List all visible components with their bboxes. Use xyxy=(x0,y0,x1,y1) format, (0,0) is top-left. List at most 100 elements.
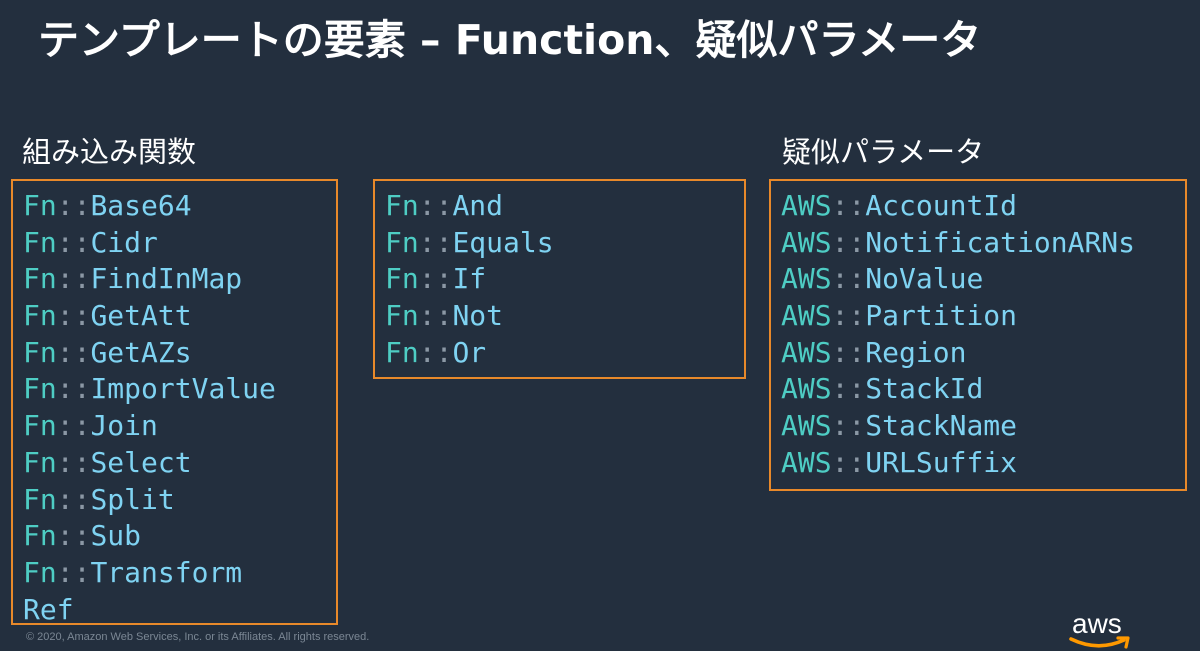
namespace-prefix: Fn xyxy=(23,189,57,222)
namespace-separator: :: xyxy=(56,519,91,553)
code-list-item: Fn::GetAZs xyxy=(23,335,336,372)
namespace-separator: :: xyxy=(831,189,866,222)
code-list-item: Fn::Split xyxy=(23,482,336,519)
namespace-separator: :: xyxy=(56,299,91,333)
function-name: GetAtt xyxy=(90,299,192,333)
code-list-item: Fn::Transform xyxy=(23,555,336,592)
namespace-separator: :: xyxy=(418,225,453,259)
code-list-item: AWS::URLSuffix xyxy=(781,445,1185,482)
namespace-prefix: AWS xyxy=(781,262,832,296)
namespace-separator: :: xyxy=(831,335,866,369)
namespace-prefix: AWS xyxy=(781,299,832,333)
namespace-prefix: AWS xyxy=(781,225,832,259)
function-name: ImportValue xyxy=(90,372,276,406)
function-name: NoValue xyxy=(865,262,984,296)
namespace-prefix: AWS xyxy=(781,189,832,222)
namespace-separator: :: xyxy=(831,262,866,296)
namespace-separator: :: xyxy=(56,555,91,589)
namespace-separator: :: xyxy=(418,335,453,369)
function-name: StackId xyxy=(865,372,984,406)
namespace-prefix: Fn xyxy=(23,262,57,296)
namespace-separator: :: xyxy=(831,225,866,259)
namespace-prefix: Fn xyxy=(23,555,57,589)
namespace-prefix: Fn xyxy=(23,335,57,369)
namespace-separator: :: xyxy=(56,372,91,406)
function-name: Or xyxy=(452,335,487,369)
function-name: Equals xyxy=(452,225,554,259)
namespace-prefix: AWS xyxy=(781,409,832,443)
pseudo-parameters-label: 疑似パラメータ xyxy=(782,135,985,169)
aws-logo-text: aws xyxy=(1072,608,1122,639)
function-name: Sub xyxy=(90,519,142,553)
code-list-item: Fn::Select xyxy=(23,445,336,482)
function-name: Join xyxy=(90,409,158,443)
code-list-item: Fn::Not xyxy=(385,298,744,335)
code-list-item: Fn::Or xyxy=(385,335,744,372)
function-name: StackName xyxy=(865,409,1018,443)
namespace-prefix: Fn xyxy=(23,482,57,516)
slide-title: テンプレートの要素 – Function、疑似パラメータ xyxy=(38,16,982,64)
namespace-prefix: Fn xyxy=(385,225,419,259)
code-list-item: AWS::AccountId xyxy=(781,188,1185,225)
namespace-separator: :: xyxy=(831,372,866,406)
intrinsic-functions-label: 組み込み関数 xyxy=(22,135,197,169)
code-list-item: Fn::ImportValue xyxy=(23,371,336,408)
function-name: If xyxy=(452,262,487,296)
namespace-prefix: Fn xyxy=(23,372,57,406)
function-name: FindInMap xyxy=(90,262,243,296)
function-name: NotificationARNs xyxy=(865,225,1136,259)
namespace-separator: :: xyxy=(418,299,453,333)
namespace-prefix: Fn xyxy=(23,519,57,553)
namespace-prefix: AWS xyxy=(781,445,832,479)
function-name: GetAZs xyxy=(90,335,192,369)
aws-logo: aws xyxy=(1062,606,1142,650)
namespace-prefix: Fn xyxy=(385,189,419,222)
code-list-item: AWS::NotificationARNs xyxy=(781,225,1185,262)
code-list-item: Fn::If xyxy=(385,261,744,298)
code-list-item: Fn::GetAtt xyxy=(23,298,336,335)
function-name: Ref xyxy=(23,592,74,626)
namespace-prefix: Fn xyxy=(385,335,419,369)
function-name: Base64 xyxy=(90,189,192,222)
function-name: Partition xyxy=(865,299,1018,333)
namespace-prefix: AWS xyxy=(781,335,832,369)
code-list-item: Fn::FindInMap xyxy=(23,261,336,298)
code-list-item: AWS::StackName xyxy=(781,408,1185,445)
namespace-separator: :: xyxy=(831,299,866,333)
namespace-prefix: Fn xyxy=(385,262,419,296)
aws-smile-icon xyxy=(1069,636,1130,649)
code-list-item: Fn::Join xyxy=(23,408,336,445)
function-name: URLSuffix xyxy=(865,445,1018,479)
copyright-notice: © 2020, Amazon Web Services, Inc. or its… xyxy=(26,631,370,643)
namespace-prefix: Fn xyxy=(23,299,57,333)
namespace-prefix: Fn xyxy=(23,225,57,259)
namespace-prefix: AWS xyxy=(781,372,832,406)
code-list-item: Ref xyxy=(23,592,336,629)
code-list-item: AWS::Partition xyxy=(781,298,1185,335)
code-list-item: AWS::NoValue xyxy=(781,261,1185,298)
code-list-item: Fn::Sub xyxy=(23,518,336,555)
namespace-prefix: Fn xyxy=(385,299,419,333)
function-name: Transform xyxy=(90,555,243,589)
function-name: And xyxy=(452,189,504,222)
function-name: Split xyxy=(90,482,175,516)
namespace-prefix: Fn xyxy=(23,445,57,479)
function-name: Select xyxy=(90,445,192,479)
namespace-separator: :: xyxy=(418,189,453,222)
namespace-separator: :: xyxy=(56,262,91,296)
namespace-separator: :: xyxy=(831,445,866,479)
function-name: Cidr xyxy=(90,225,158,259)
code-list-item: Fn::Equals xyxy=(385,225,744,262)
function-name: Region xyxy=(865,335,967,369)
namespace-separator: :: xyxy=(56,445,91,479)
code-list-item: Fn::Cidr xyxy=(23,225,336,262)
namespace-separator: :: xyxy=(56,189,91,222)
namespace-prefix: Fn xyxy=(23,409,57,443)
function-name: AccountId xyxy=(865,189,1018,222)
function-name: Not xyxy=(452,299,504,333)
namespace-separator: :: xyxy=(56,335,91,369)
namespace-separator: :: xyxy=(56,409,91,443)
